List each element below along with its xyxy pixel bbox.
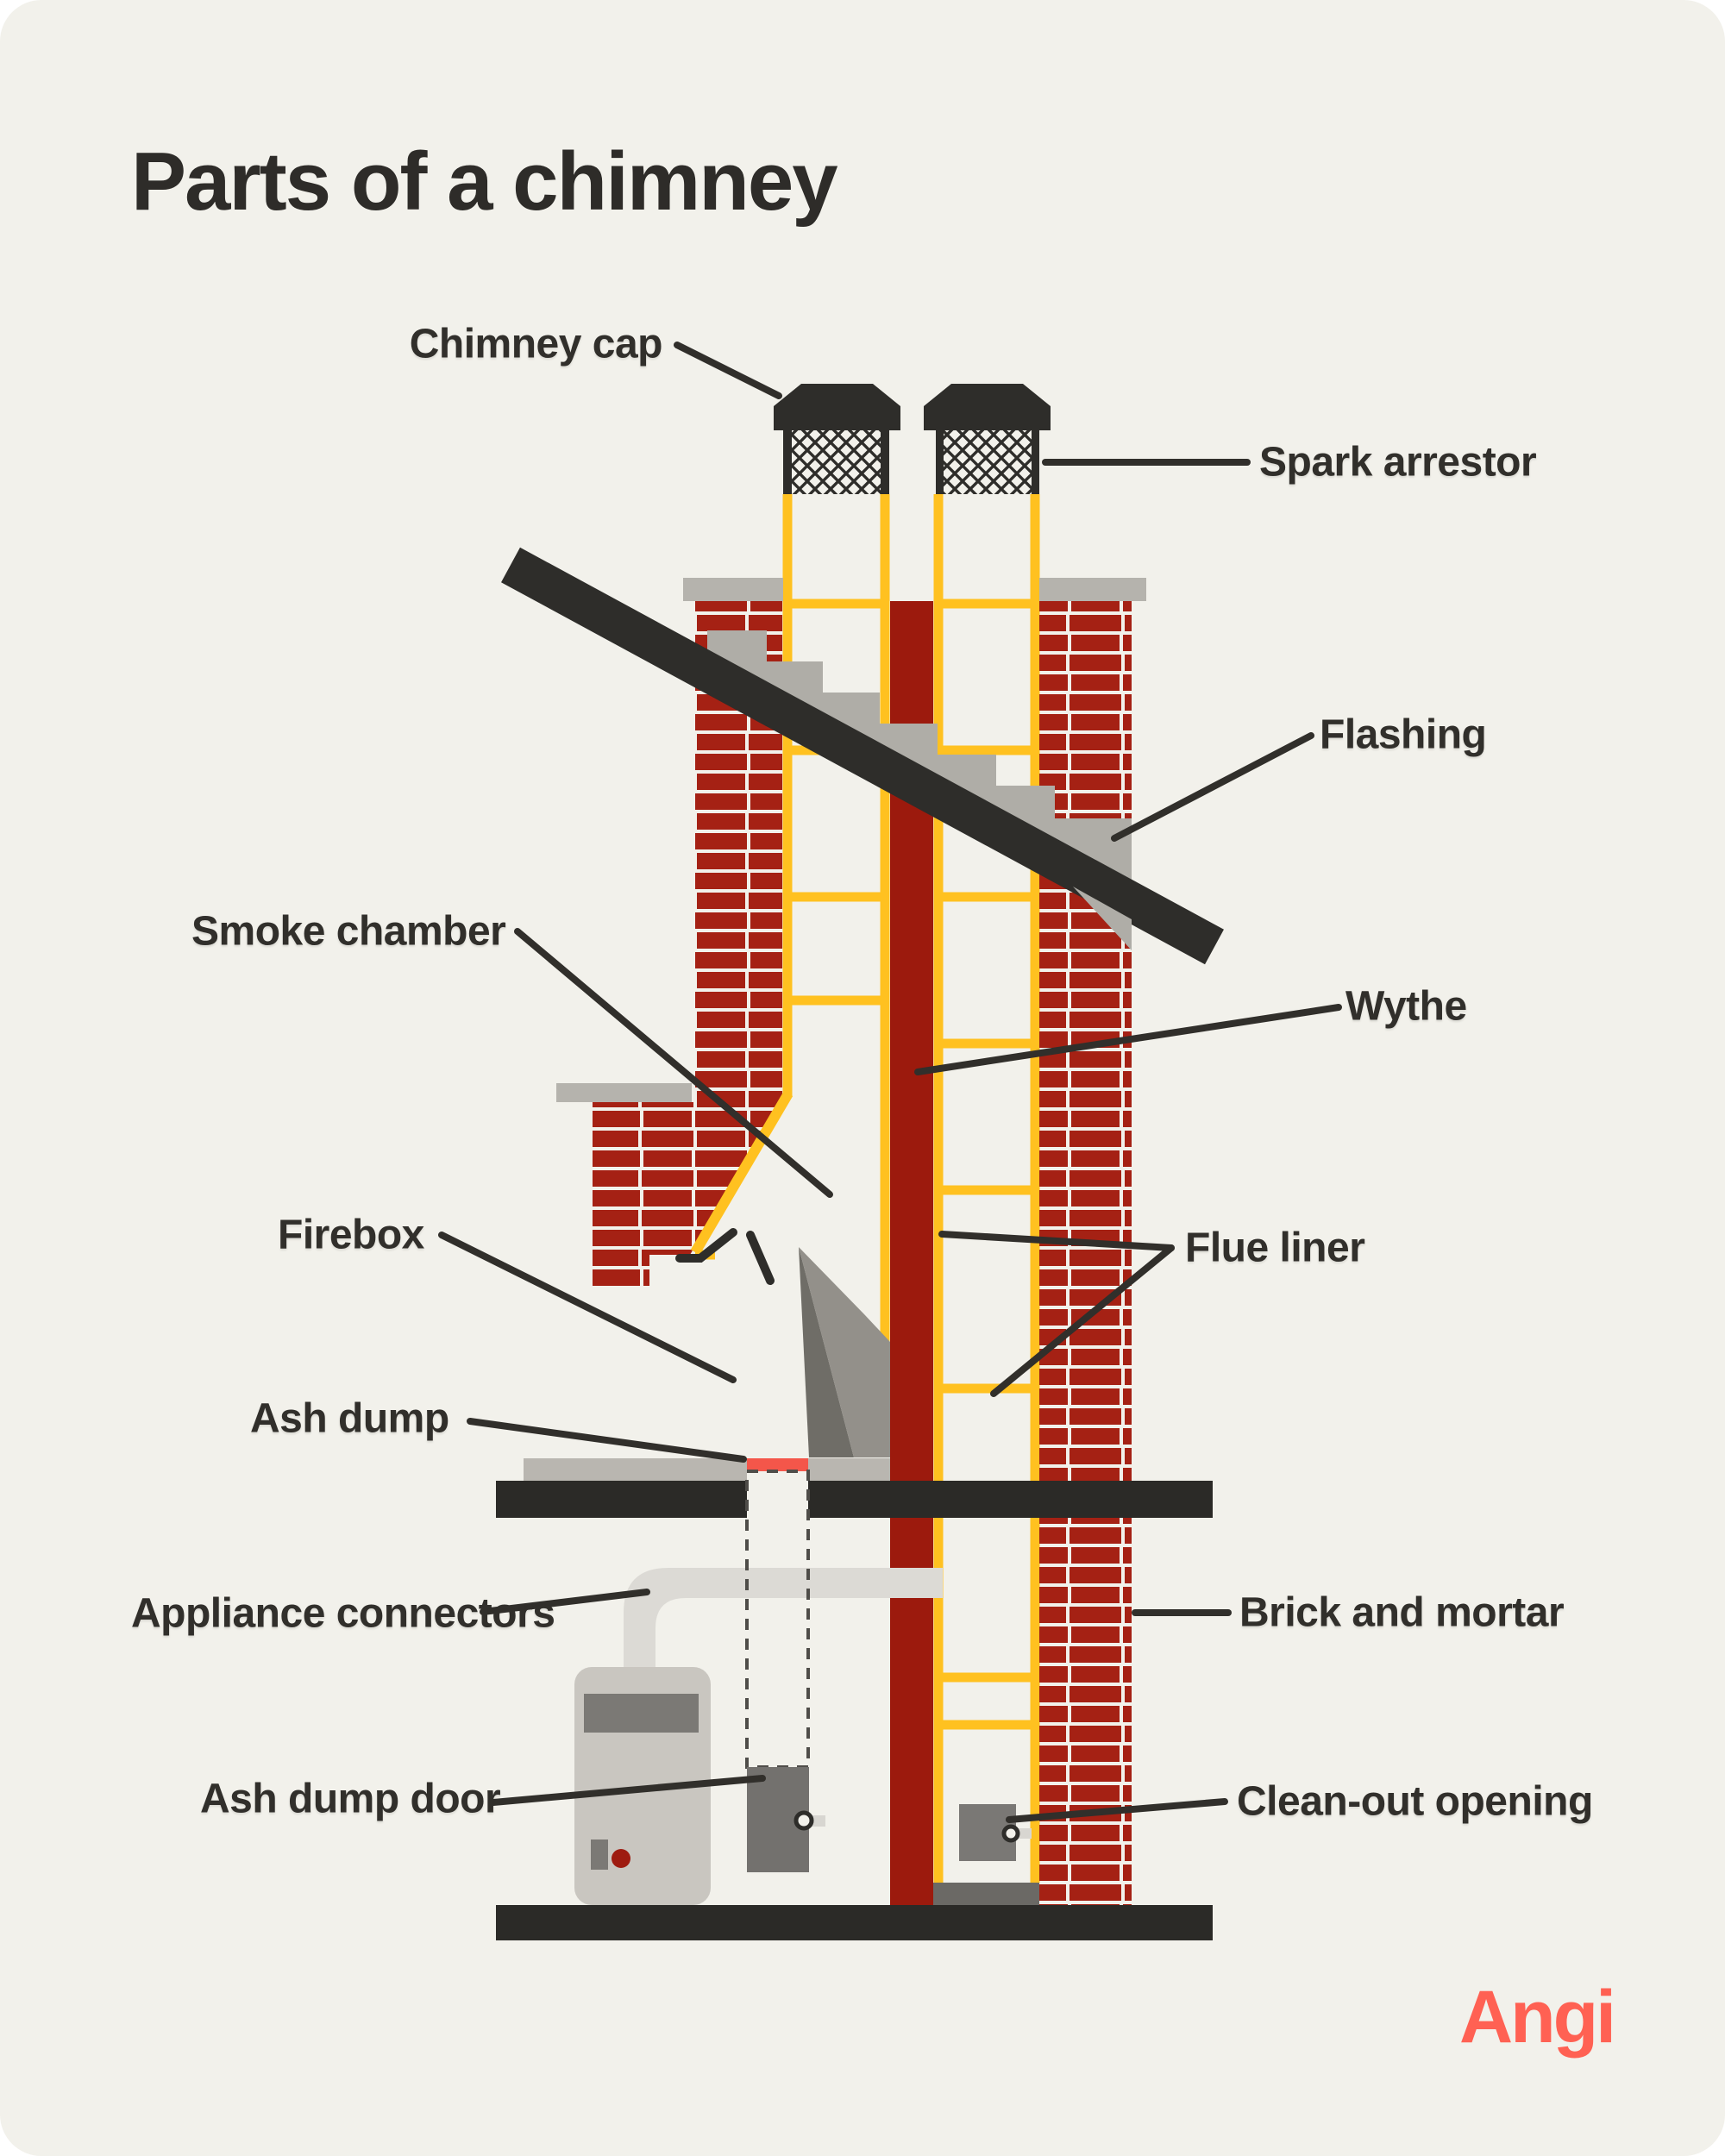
page-title: Parts of a chimney	[131, 135, 838, 228]
label-appliance-connectors: Appliance connectors	[131, 1590, 555, 1637]
chimney-cap-left	[774, 384, 900, 494]
spark-arrestor-mesh-left	[792, 430, 881, 494]
leader-chimney-cap	[674, 342, 782, 399]
water-heater-vent	[591, 1839, 608, 1870]
leader-appliance-connectors	[480, 1589, 650, 1615]
leader-flue-liner-upper	[938, 1231, 1175, 1251]
ash-dump-door-knob	[794, 1810, 814, 1831]
label-chimney-cap: Chimney cap	[409, 321, 663, 367]
leader-clean-out-opening	[1006, 1798, 1228, 1823]
clean-out-knob	[1001, 1824, 1020, 1843]
flue-liner-right	[933, 494, 1040, 1883]
floor-bottom	[496, 1905, 1213, 1940]
floor-upper-left	[496, 1481, 747, 1518]
damper	[675, 1228, 775, 1285]
leader-lines	[438, 342, 1342, 1823]
label-smoke-chamber: Smoke chamber	[191, 908, 506, 955]
label-spark-arrestor: Spark arrestor	[1259, 439, 1537, 486]
leader-ash-dump-door	[490, 1775, 766, 1806]
ash-chute-cavity	[747, 1471, 808, 1767]
label-brick-and-mortar: Brick and mortar	[1239, 1589, 1565, 1636]
label-clean-out-opening: Clean-out opening	[1237, 1778, 1593, 1825]
smoke-chamber-brick	[593, 1102, 781, 1288]
label-flashing: Flashing	[1320, 711, 1487, 758]
leader-wythe	[914, 1004, 1342, 1075]
hearth-slab	[524, 1458, 890, 1481]
leader-smoke-chamber	[514, 928, 833, 1198]
leader-flue-liner-lower	[990, 1244, 1175, 1397]
label-flue-liner: Flue liner	[1185, 1225, 1365, 1271]
flashing-apron	[1073, 887, 1132, 950]
water-heater-pilot-light	[612, 1849, 630, 1868]
floor-upper-right	[808, 1481, 1213, 1518]
chimney-crown-left	[683, 578, 783, 601]
wythe-column	[890, 601, 933, 1905]
chimney-crown-right	[1039, 578, 1146, 601]
chimney-cap-right	[924, 384, 1051, 494]
water-heater-panel	[584, 1694, 699, 1733]
label-ash-dump-door: Ash dump door	[200, 1776, 501, 1822]
spark-arrestor-mesh-right	[944, 430, 1032, 494]
label-ash-dump: Ash dump	[250, 1395, 449, 1442]
label-wythe: Wythe	[1346, 983, 1467, 1030]
clean-out-door	[959, 1804, 1032, 1861]
ash-dump-door-part	[747, 1767, 825, 1872]
ash-dump-opening	[747, 1458, 808, 1471]
appliance-connector-duct	[624, 1568, 943, 1667]
smoke-shelf	[799, 1247, 890, 1457]
mantel-ledge	[556, 1083, 692, 1102]
leader-firebox	[438, 1232, 737, 1383]
angi-logo: Angi	[1459, 1976, 1616, 2059]
clean-out-base	[933, 1883, 1039, 1905]
leader-ash-dump	[467, 1418, 747, 1463]
leader-flashing	[1111, 732, 1314, 842]
flue-liner-left	[782, 494, 890, 1363]
label-firebox: Firebox	[278, 1212, 424, 1258]
roof-line	[501, 547, 1224, 965]
